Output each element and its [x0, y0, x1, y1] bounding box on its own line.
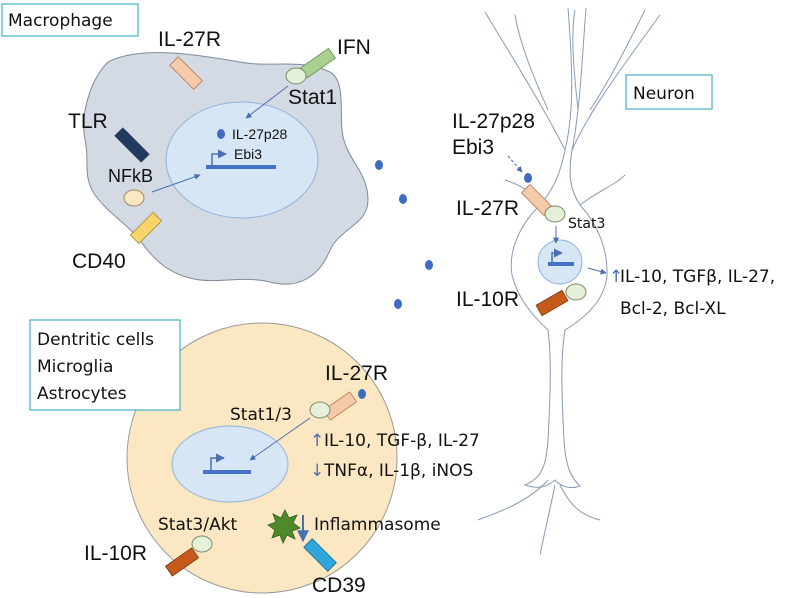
neuron-il10r-label: IL-10R: [456, 288, 519, 311]
neuron-output-line2: Bcl-2, Bcl-XL: [620, 299, 726, 319]
glia-up-arrow-glyph: ↑: [310, 431, 324, 451]
macrophage-nfkb-node: [123, 189, 145, 207]
glia-down-list: TNFα, IL-1β, iNOS: [323, 461, 473, 481]
neuron-il10r-receptor: [535, 289, 569, 317]
glia-il27r-label: IL-27R: [325, 362, 388, 385]
neuron-il10r-stat-node: [565, 283, 587, 301]
macrophage-ligand-dot: [217, 129, 225, 139]
macrophage-ifn-label: IFN: [337, 36, 371, 59]
macrophage-stat1-label: Stat1: [288, 86, 337, 109]
neuron-title: Neuron: [633, 84, 695, 104]
glia-ligand-dot: [358, 389, 366, 399]
glia-stat13-label: Stat1/3: [230, 405, 292, 425]
glia-stat13-node: [309, 401, 331, 419]
glia-title-line3: Astrocytes: [37, 384, 127, 404]
glia-title-line1: Dentritic cells: [37, 330, 154, 350]
glia-cd39-receptor: [303, 538, 337, 572]
ligand-dot: [399, 194, 407, 204]
macrophage-gene-promoter-arrow: [211, 149, 227, 165]
macrophage-gene-bar: [206, 165, 276, 169]
glia-inflammasome-label: Inflammasome: [314, 515, 441, 535]
ligand-dot: [375, 160, 383, 170]
macrophage-tlr-receptor: [114, 127, 150, 163]
glia-cd39-label: CD39: [312, 574, 366, 597]
glia-stat3akt-node: [191, 535, 213, 553]
macrophage-stat1-arrow: [245, 85, 289, 119]
inflammasome-icon: [267, 509, 301, 544]
macrophage-gene-il27p28: IL-27p28: [232, 126, 287, 142]
glia-up-list: IL-10, TGF-β, IL-27: [324, 431, 480, 451]
neuron-gene-promoter-arrow: [551, 248, 563, 262]
macrophage-il27r-label: IL-27R: [158, 28, 221, 51]
neuron-stat3-label: Stat3: [568, 216, 605, 232]
macrophage-nfkb-label: NFkB: [108, 166, 153, 186]
glia-il10r-label: IL-10R: [84, 542, 147, 565]
glia-gene-promoter-arrow: [210, 453, 225, 470]
macrophage-gene-ebi3: Ebi3: [234, 146, 262, 162]
glia-title-line2: Microglia: [37, 357, 113, 377]
macrophage-tlr-label: TLR: [68, 110, 108, 133]
macrophage-title-box: [1, 3, 139, 37]
glia-stat13-arrow: [249, 417, 311, 461]
glia-nucleus: [171, 425, 289, 503]
macrophage-cd40-label: CD40: [72, 250, 126, 273]
glia-gene-bar: [203, 470, 251, 474]
macrophage-il27r-receptor: [169, 56, 203, 90]
ligand-dot: [425, 260, 433, 270]
macrophage-stat1-node: [285, 67, 307, 85]
glia-il10r-receptor: [164, 547, 200, 577]
macrophage-nucleus: [165, 101, 319, 219]
glia-title-box: [29, 319, 181, 411]
glia-stat3akt-label: Stat3/Akt: [158, 515, 238, 535]
neuron-output-arrow: [587, 267, 607, 275]
macrophage-title: Macrophage: [8, 11, 113, 31]
glia-down-arrow-glyph: ↓: [310, 461, 324, 481]
neuron-ligand-line1: IL-27p28: [452, 110, 535, 133]
neuron-title-box: [625, 74, 713, 110]
neuron-ligand-line2: Ebi3: [452, 136, 494, 159]
neuron-stat3-node: [544, 205, 566, 223]
neuron-gene-bar: [548, 262, 574, 266]
ligand-dot: [394, 299, 402, 309]
macrophage-cd40-receptor: [129, 211, 163, 245]
neuron-ligand-arrow: [507, 155, 523, 173]
neuron-ligand-dot: [524, 173, 532, 183]
neuron-il27r-label: IL-27R: [456, 197, 519, 220]
macrophage-nfkb-arrow: [151, 173, 201, 193]
neuron-up-arrow-glyph: ↑: [609, 267, 623, 287]
neuron-output-line1: IL-10, TGFβ, IL-27,: [620, 267, 775, 287]
